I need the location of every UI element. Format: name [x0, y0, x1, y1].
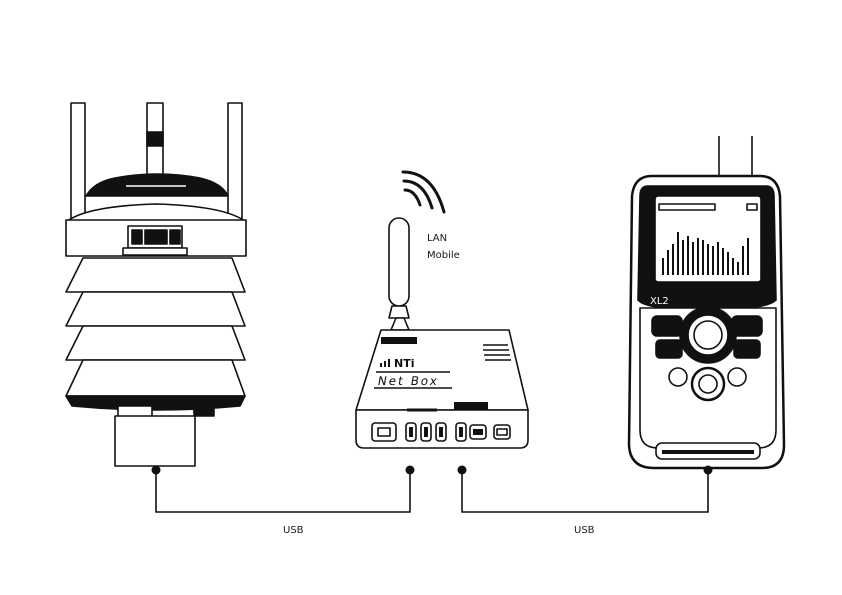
usb-connection-right [461, 470, 709, 513]
lan-label: LAN [427, 233, 447, 244]
connector-dot-weather-station [151, 465, 161, 475]
netbox-model-label: Net Box [377, 374, 441, 388]
sound-level-meter-icon [627, 136, 786, 470]
router-icon [355, 217, 529, 449]
connector-dot-netbox-right [457, 465, 467, 475]
wifi-signal-icon [401, 170, 446, 214]
connector-dot-meter [703, 465, 713, 475]
usb-label-left: USB [283, 525, 304, 536]
spectrum-display [662, 232, 749, 275]
meter-model-label: XL2 [650, 296, 669, 307]
usb-connection-left [155, 470, 411, 513]
nti-logo-bars [380, 359, 390, 367]
netbox-brand-label: NTi [394, 357, 414, 370]
weather-station-icon [65, 102, 247, 467]
mobile-label: Mobile [427, 250, 460, 261]
connector-dot-netbox-left [405, 465, 415, 475]
usb-label-right: USB [574, 525, 595, 536]
